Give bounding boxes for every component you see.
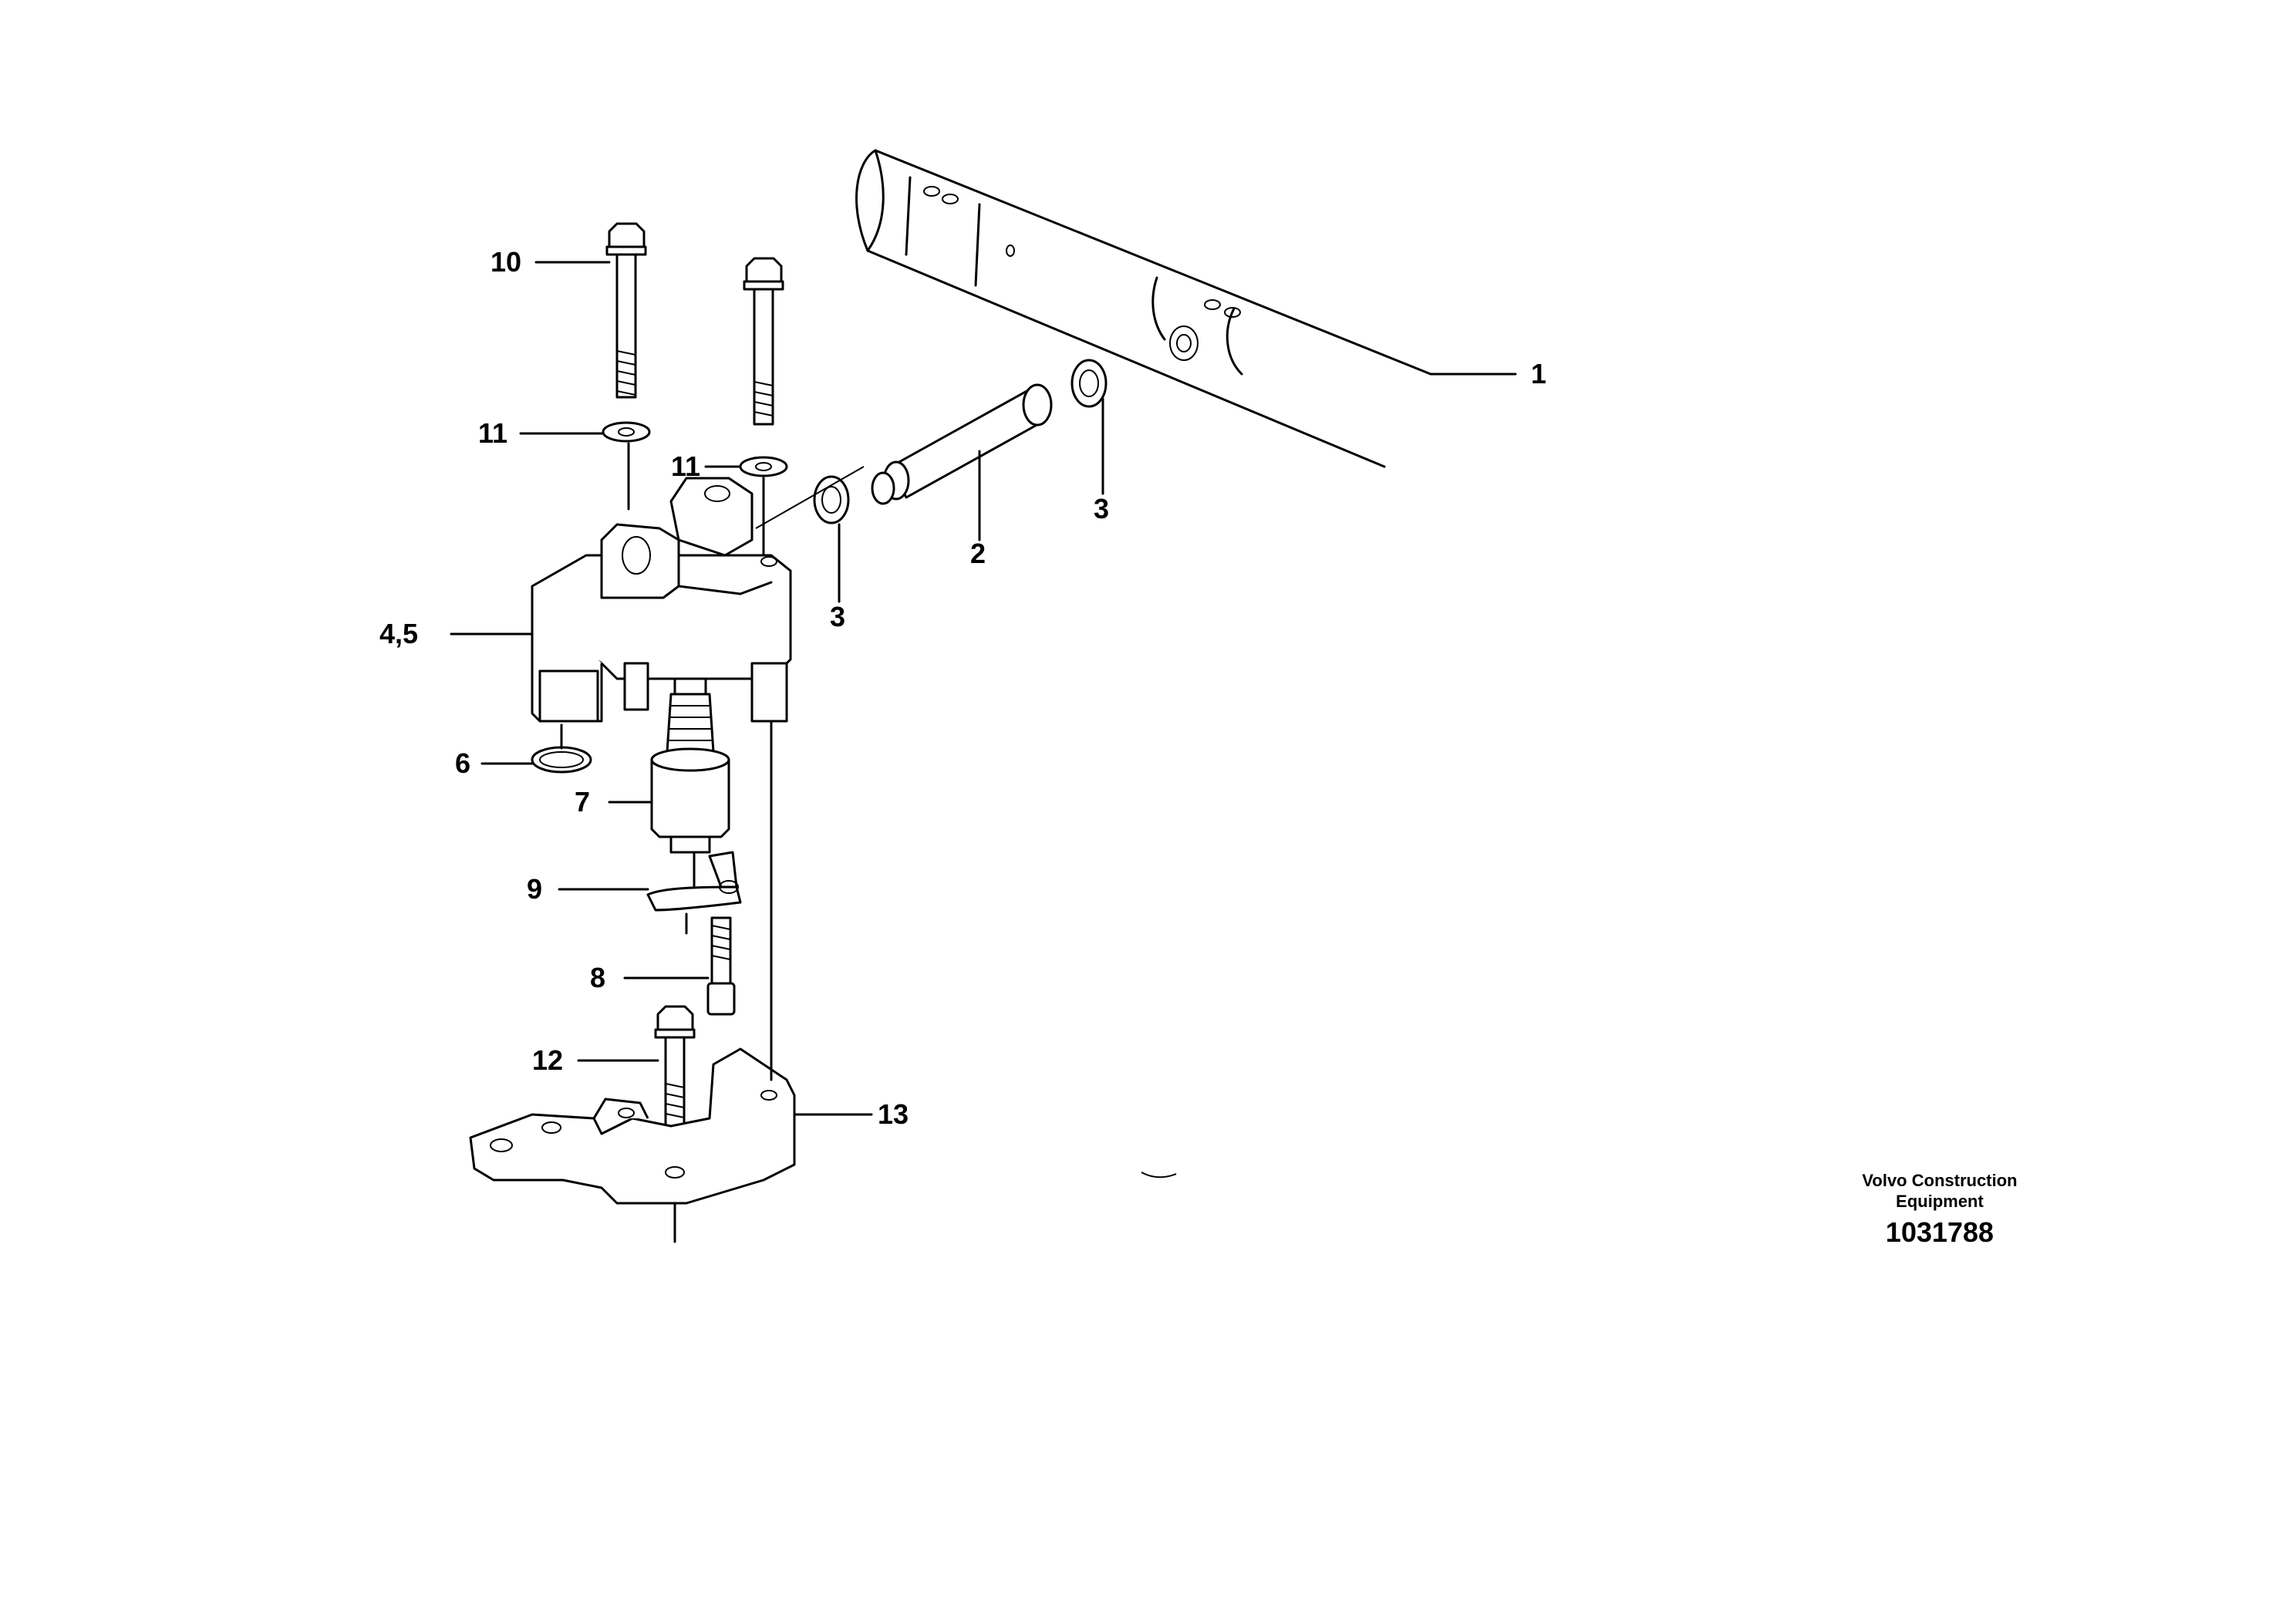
- callout-labels: 1 2 3 3 4,5 6 7 8 9 10 11 11 12 13: [379, 246, 1546, 1130]
- caption-company-line1: Volvo Construction: [1862, 1171, 2017, 1190]
- part-10-bolt-right: [743, 257, 784, 426]
- callout-4-5: 4,5: [379, 618, 418, 649]
- part-13-bracket: [469, 720, 1177, 1243]
- callout-11-left: 11: [478, 417, 507, 449]
- part-3-seal-right: [1070, 359, 1108, 480]
- part-2-tube: [871, 383, 1053, 511]
- part-4-5-valve-block: [531, 477, 792, 723]
- callout-8: 8: [590, 962, 605, 993]
- callout-1: 1: [1531, 358, 1546, 389]
- callout-2: 2: [970, 538, 986, 569]
- callout-10: 10: [491, 246, 521, 278]
- callout-12: 12: [532, 1044, 563, 1076]
- part-9-clip: [646, 851, 742, 935]
- part-1-rail: [855, 149, 1478, 468]
- callout-6: 6: [455, 747, 470, 779]
- caption-company-line2: Equipment: [1896, 1192, 1984, 1211]
- leader-lines: [450, 261, 1517, 1116]
- part-10-bolt-left: [605, 222, 647, 399]
- part-8-screw: [706, 916, 736, 1016]
- callout-7: 7: [575, 786, 590, 818]
- callout-13: 13: [878, 1098, 909, 1130]
- caption-block: Volvo Construction Equipment 1031788: [1862, 1171, 2017, 1248]
- callout-9: 9: [527, 873, 542, 905]
- caption-drawing-number: 1031788: [1886, 1216, 1994, 1248]
- part-11-washer-left: [602, 421, 651, 511]
- part-7-solenoid: [650, 677, 730, 889]
- callout-3-right: 3: [1094, 493, 1109, 524]
- callout-3-left: 3: [830, 601, 845, 632]
- part-3-seal-left: [755, 466, 865, 592]
- part-6-o-ring: [531, 723, 592, 774]
- callout-11-right: 11: [671, 450, 700, 482]
- part-12-bolt: [654, 1005, 696, 1128]
